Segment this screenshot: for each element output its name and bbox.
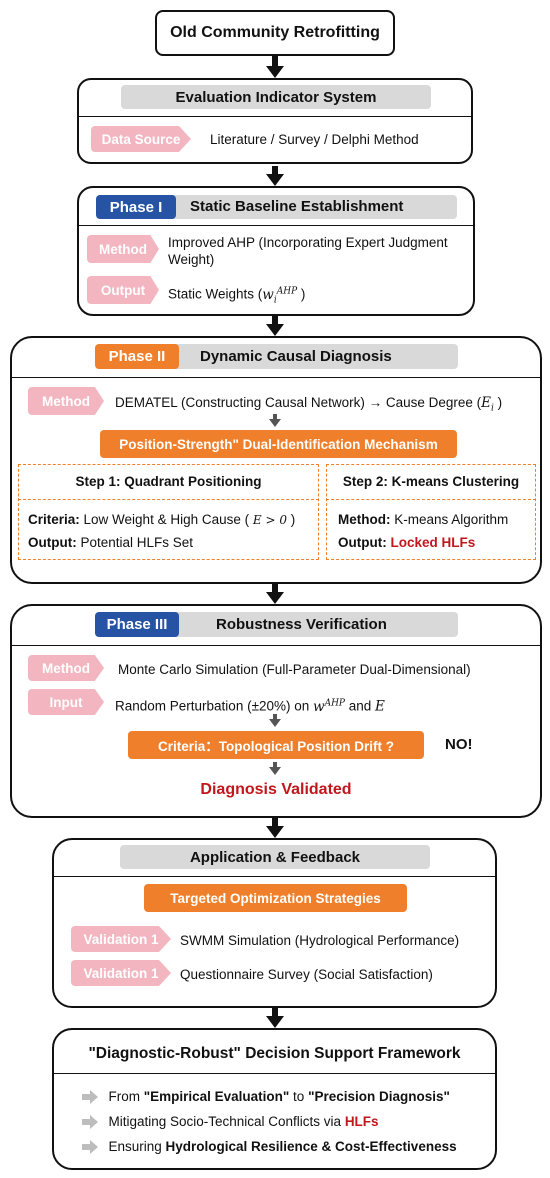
phase1-tag: Phase I — [96, 195, 176, 219]
phase3-tag: Phase III — [95, 612, 179, 637]
phase1-method-tag: Method — [87, 235, 159, 263]
data-source-tag: Data Source — [91, 126, 191, 152]
phase2-method-tag: Method — [28, 387, 104, 415]
arrow-right-icon — [82, 1139, 98, 1154]
step1-title: Step 1: Quadrant Positioning — [75, 474, 262, 489]
top-title: Old Community Retrofitting — [155, 10, 395, 56]
framework-item-3-bold: Hydrological Resilience & Cost-Effective… — [165, 1139, 457, 1154]
phase3-method-text: Monte Carlo Simulation (Full-Parameter D… — [118, 662, 471, 677]
framework-item-1-pre: From — [108, 1089, 144, 1104]
phase3-small-arrow-1 — [269, 714, 281, 727]
phase3-small-arrow-2 — [269, 762, 281, 775]
step2-output-label: Output: — [338, 535, 387, 550]
phase2-method-sub: i — [490, 403, 494, 414]
phase2-method-label: DEMATEL (Constructing Causal Network) → … — [115, 395, 482, 410]
framework-item-2-pre: Mitigating Socio-Technical Conflicts via — [108, 1114, 345, 1129]
step1-criteria-text: Low Weight & High Cause ( — [83, 512, 250, 527]
phase2-method-close: ) — [497, 395, 503, 410]
validation1-tag: Validation 1 — [71, 926, 171, 952]
mechanism-label: Position-Strength" Dual-Identification M… — [100, 430, 457, 458]
phase3-title: Robustness Verification — [216, 616, 387, 633]
framework-item-2: Mitigating Socio-Technical Conflicts via… — [82, 1113, 379, 1131]
framework-item-2-red: HLFs — [344, 1114, 379, 1129]
phase3-method-tag: Method — [28, 655, 104, 681]
framework-item-1-b2: "Precision Diagnosis" — [308, 1089, 450, 1104]
step2-output-text: Locked HLFs — [390, 535, 476, 550]
framework-item-1: From "Empirical Evaluation" to "Precisio… — [82, 1088, 450, 1106]
framework-title: "Diagnostic-Robust" Decision Support Fra… — [88, 1045, 461, 1062]
data-source-text: Literature / Survey / Delphi Method — [210, 132, 419, 147]
targeted-strategies: Targeted Optimization Strategies — [144, 884, 407, 912]
evaluation-title: Evaluation Indicator System — [121, 85, 431, 109]
step2-method-label: Method: — [338, 512, 391, 527]
phase2-method-symbol: E — [481, 395, 491, 411]
phase3-input-label: Random Perturbation (±20%) on — [115, 698, 314, 714]
no-label: NO! — [445, 736, 473, 753]
phase3-criteria: Criteria：Topological Position Drift ? — [128, 731, 424, 759]
arrow-right-icon — [82, 1089, 98, 1104]
step2-title: Step 2: K-means Clustering — [342, 474, 520, 489]
framework-divider — [52, 1073, 497, 1074]
phase3-input-symbol: w — [313, 698, 325, 715]
phase2-small-arrow — [269, 414, 281, 427]
phase3-divider — [10, 645, 542, 646]
phase1-divider — [77, 225, 475, 226]
phase3-title-bar — [165, 612, 458, 637]
phase1-method-text: Improved AHP (Incorporating Expert Judgm… — [168, 235, 448, 267]
framework-item-3-pre: Ensuring — [108, 1139, 166, 1154]
step1-output-label: Output: — [28, 535, 77, 550]
phase1-output-close: ) — [300, 286, 306, 302]
phase1-output-sub: i — [273, 295, 277, 306]
step1-divider — [18, 499, 319, 500]
step2-divider — [326, 499, 536, 500]
phase1-output-sup: AHP — [276, 286, 298, 296]
phase3-input-text: Random Perturbation (±20%) on wAHP and E — [115, 695, 385, 716]
step2-method-text: K-means Algorithm — [394, 512, 509, 527]
validation1-text: SWMM Simulation (Hydrological Performanc… — [180, 933, 460, 948]
diagnosis-validated: Diagnosis Validated — [200, 781, 352, 798]
phase1-title-bar — [162, 195, 457, 219]
phase1-output-text: Static Weights (wiAHP ) — [168, 283, 305, 309]
step2-box — [326, 464, 536, 560]
framework-section — [52, 1028, 497, 1170]
phase2-tag: Phase II — [95, 344, 179, 369]
arrow-right-icon — [82, 1114, 98, 1129]
step1-box — [18, 464, 319, 560]
step1-output-text: Potential HLFs Set — [80, 535, 194, 550]
phase1-output-tag: Output — [87, 276, 159, 304]
step1-criteria: Criteria: Low Weight & High Cause ( E > … — [28, 511, 295, 529]
validation2-tag: Validation 1 — [71, 960, 171, 986]
phase3-input-tag: Input — [28, 689, 104, 715]
phase2-title-bar — [165, 344, 458, 369]
step2-output: Output: Locked HLFs — [338, 534, 475, 551]
step2-method: Method: K-means Algorithm — [338, 511, 508, 528]
phase1-title: Static Baseline Establishment — [190, 198, 404, 215]
application-divider — [52, 876, 497, 877]
phase2-divider — [10, 377, 542, 378]
phase3-section — [10, 604, 542, 818]
phase1-output-label: Static Weights ( — [168, 286, 263, 302]
step1-output: Output: Potential HLFs Set — [28, 534, 193, 551]
framework-item-3: Ensuring Hydrological Resilience & Cost-… — [82, 1138, 457, 1156]
step1-criteria-label: Criteria: — [28, 512, 80, 527]
phase3-input-sup: AHP — [324, 698, 345, 708]
phase1-output-symbol: w — [262, 286, 274, 303]
step1-criteria-close: ) — [290, 512, 296, 527]
phase3-input-symbol2: E — [375, 698, 385, 715]
phase3-input-and: and — [344, 698, 376, 714]
evaluation-divider — [77, 116, 473, 117]
phase2-method-text: DEMATEL (Constructing Causal Network) → … — [115, 394, 502, 418]
phase2-title: Dynamic Causal Diagnosis — [200, 348, 392, 365]
framework-item-1-b1: "Empirical Evaluation" — [143, 1089, 290, 1104]
framework-item-1-mid: to — [289, 1089, 309, 1104]
validation2-text: Questionnaire Survey (Social Satisfactio… — [180, 967, 433, 982]
application-title: Application & Feedback — [120, 845, 430, 869]
step1-criteria-expr: E > 0 — [252, 513, 287, 527]
